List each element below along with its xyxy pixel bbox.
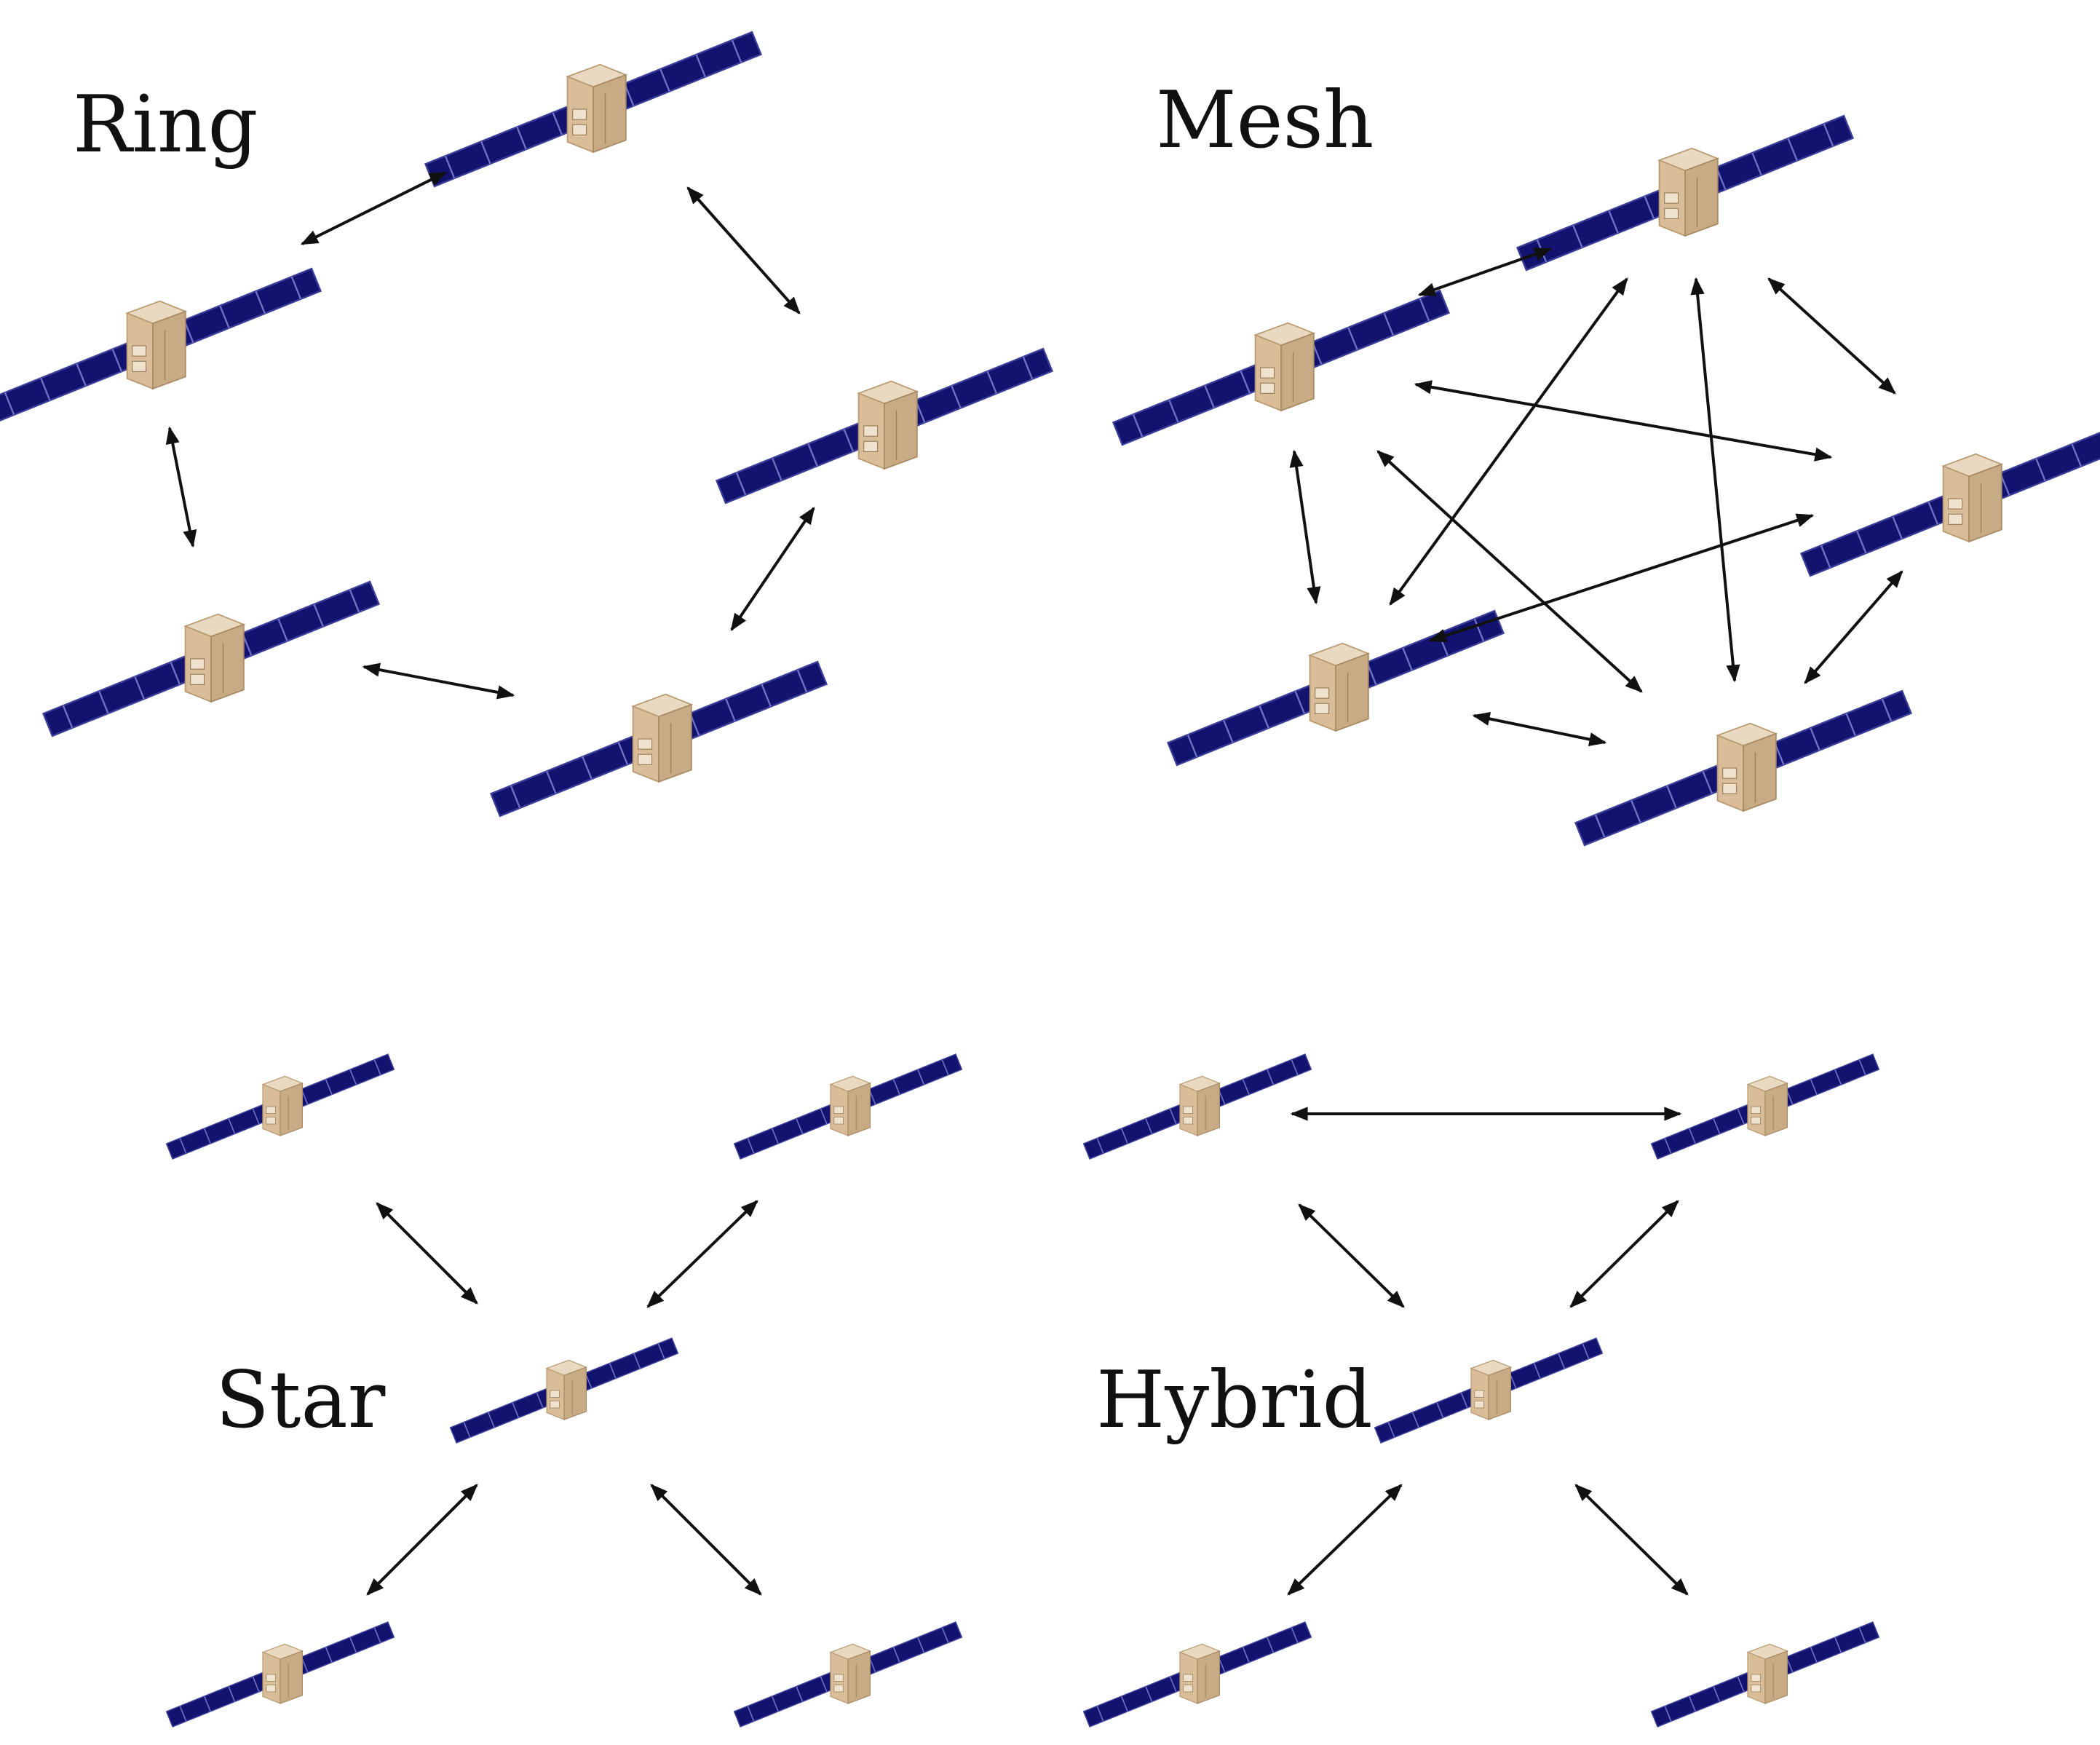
hybrid-satellite-top-left bbox=[1082, 1053, 1312, 1160]
ring-satellite-3 bbox=[715, 347, 1054, 504]
satellite-body bbox=[261, 1643, 304, 1704]
mesh-link-3-5 bbox=[1804, 570, 1903, 684]
hybrid-satellite-bottom-right bbox=[1650, 1621, 1880, 1728]
hybrid-link-br bbox=[1574, 1484, 1689, 1596]
mesh-link-4-5 bbox=[1472, 711, 1607, 747]
satellite-body bbox=[1746, 1075, 1789, 1136]
mesh-link-1-4 bbox=[1389, 277, 1628, 606]
mesh-label: Mesh bbox=[1156, 75, 1374, 166]
satellite-body bbox=[1941, 453, 2004, 543]
ring-label: Ring bbox=[73, 79, 258, 170]
mesh-link-2-3 bbox=[1414, 380, 1833, 462]
star-satellite-top-right bbox=[733, 1053, 963, 1160]
mesh-link-3-4 bbox=[1428, 513, 1815, 643]
satellite-body bbox=[1253, 322, 1316, 412]
mesh-link-1-3 bbox=[1767, 277, 1896, 395]
star-link-tl bbox=[376, 1202, 478, 1305]
star-satellite-top-left bbox=[165, 1053, 395, 1160]
ring-satellite-2 bbox=[0, 267, 322, 424]
ring-satellite-1 bbox=[424, 31, 763, 188]
ring-link-3-5 bbox=[730, 507, 815, 631]
satellite-body bbox=[1178, 1643, 1221, 1704]
mesh-satellite-3 bbox=[1799, 420, 2100, 577]
mesh-link-1-5 bbox=[1690, 277, 1740, 683]
hybrid-link-tr bbox=[1569, 1200, 1679, 1308]
satellite-body bbox=[631, 693, 694, 783]
hybrid-satellite-bottom-left bbox=[1082, 1621, 1312, 1728]
satellite-body bbox=[566, 63, 628, 154]
satellite-body bbox=[829, 1075, 872, 1136]
star-satellite-center bbox=[449, 1337, 679, 1444]
satellite-body bbox=[829, 1643, 872, 1704]
hybrid-satellite-center bbox=[1374, 1337, 1604, 1444]
satellite-body bbox=[1470, 1359, 1513, 1420]
hybrid-link-tl bbox=[1298, 1203, 1405, 1308]
ring-link-1-3 bbox=[686, 186, 801, 314]
hybrid-satellite-top-right bbox=[1650, 1053, 1880, 1160]
star-link-tr bbox=[646, 1200, 758, 1308]
mesh-satellite-2 bbox=[1112, 289, 1451, 446]
satellite-body bbox=[857, 380, 919, 470]
satellite-body bbox=[1178, 1075, 1221, 1136]
satellite-body bbox=[545, 1359, 588, 1420]
mesh-satellite-5 bbox=[1574, 689, 1913, 847]
ring-link-4-5 bbox=[362, 662, 515, 700]
mesh-satellite-1 bbox=[1515, 114, 1855, 272]
star-satellite-bottom-left bbox=[165, 1621, 395, 1728]
star-link-bl bbox=[366, 1484, 478, 1596]
ring-satellite-5 bbox=[489, 660, 828, 818]
hybrid-label: Hybrid bbox=[1096, 1355, 1373, 1446]
star-link-br bbox=[650, 1484, 762, 1596]
ring-link-1-2 bbox=[300, 171, 448, 245]
satellite-body bbox=[1716, 722, 1778, 812]
satellite-body bbox=[261, 1075, 304, 1136]
satellite-body bbox=[1746, 1643, 1789, 1704]
hybrid-link-bl bbox=[1287, 1484, 1403, 1596]
mesh-link-1-2 bbox=[1417, 248, 1553, 296]
ring-satellite-4 bbox=[41, 580, 381, 737]
satellite-body bbox=[1657, 147, 1720, 237]
satellite-body bbox=[1308, 642, 1371, 732]
star-satellite-bottom-right bbox=[733, 1621, 963, 1728]
satellite-body bbox=[125, 300, 188, 390]
satellite-body bbox=[183, 613, 246, 703]
mesh-link-2-4 bbox=[1289, 449, 1321, 605]
ring-link-2-4 bbox=[165, 426, 197, 548]
star-label: Star bbox=[215, 1355, 386, 1446]
